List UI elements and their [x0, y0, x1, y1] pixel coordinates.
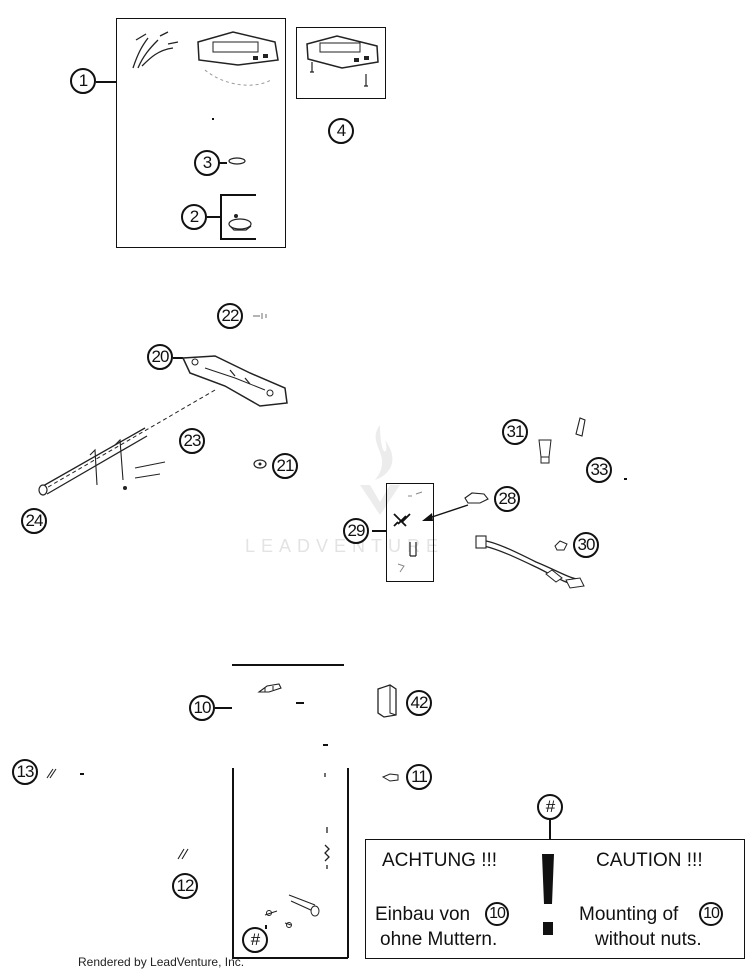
instrument-part-4 [306, 35, 379, 87]
notice-callout-10-de[interactable]: 10 [485, 902, 509, 926]
warning-title-en: CAUTION !!! [596, 850, 703, 871]
leader-line-20 [173, 357, 183, 359]
subframe-2-top [220, 194, 256, 196]
callout-24[interactable]: 24 [21, 508, 47, 534]
callout-4[interactable]: 4 [328, 118, 354, 144]
assembly-frame-4 [296, 27, 386, 99]
callout-1[interactable]: 1 [70, 68, 96, 94]
callout-23[interactable]: 23 [179, 428, 205, 454]
install-text-de-line2: ohne Muttern. [380, 929, 498, 950]
rod-assembly-part [38, 389, 216, 496]
cable-group-left-line [232, 768, 234, 958]
cable-group-top-line [232, 664, 344, 666]
instrument-housing-part [197, 31, 279, 86]
o-ring-part [228, 157, 246, 165]
screw-part-13 [46, 768, 57, 779]
assembly-frame-1 [116, 18, 286, 248]
cable-part [475, 535, 585, 589]
install-text-en-line2: without nuts. [595, 929, 702, 950]
callout-hash-bottom[interactable]: # [242, 927, 268, 953]
bulb-socket-part [228, 214, 252, 231]
warning-title-de: ACHTUNG !!! [382, 850, 498, 871]
callout-12[interactable]: 12 [172, 873, 198, 899]
leader-line-1 [96, 81, 116, 83]
wiring-harness-part [132, 31, 179, 69]
callout-29[interactable]: 29 [343, 518, 369, 544]
bracket-part [181, 355, 288, 407]
clip-part [575, 417, 586, 437]
watermark-flame-icon [360, 425, 400, 515]
small-screw-part [253, 313, 267, 319]
callout-42[interactable]: 42 [406, 690, 432, 716]
leader-line-hash-bottom [265, 925, 267, 929]
cable-group-right-line [347, 768, 349, 958]
callout-30[interactable]: 30 [573, 532, 599, 558]
callout-13[interactable]: 13 [12, 759, 38, 785]
callout-hash-top[interactable]: # [537, 794, 563, 820]
cable-clip-part [257, 683, 282, 693]
install-text-de-line1: Einbau von [375, 904, 471, 925]
dash-mark-c [80, 773, 84, 775]
callout-3[interactable]: 3 [194, 150, 220, 176]
leader-line-hash-top [549, 820, 551, 839]
dash-mark-a [296, 702, 304, 704]
footer-credit: Rendered by LeadVenture, Inc. [78, 955, 245, 969]
cable-group-bottom-line [232, 957, 348, 959]
callout-21[interactable]: 21 [272, 453, 298, 479]
leader-line-29 [372, 530, 386, 532]
callout-2[interactable]: 2 [181, 204, 207, 230]
small-mark [212, 118, 214, 120]
leader-line-10 [215, 707, 232, 709]
dash-mark-b [323, 744, 328, 746]
callout-28[interactable]: 28 [494, 486, 520, 512]
leader-line-3 [219, 162, 227, 164]
washer-part-12 [177, 848, 189, 860]
switch-part [538, 439, 552, 464]
mark-33 [624, 478, 627, 480]
bracket-part-42 [377, 684, 397, 718]
clamp-part [554, 540, 568, 551]
callout-10[interactable]: 10 [189, 695, 215, 721]
callout-20[interactable]: 20 [147, 344, 173, 370]
callout-31[interactable]: 31 [502, 419, 528, 445]
caution-notice: ACHTUNG !!! CAUTION !!! Einbau von 10 oh… [365, 839, 745, 959]
switch-kit-parts [393, 491, 423, 573]
watermark: LEADVENTURE [245, 536, 445, 556]
notice-callout-10-en[interactable]: 10 [699, 902, 723, 926]
callout-22[interactable]: 22 [217, 303, 243, 329]
subframe-2-bottom [220, 238, 256, 240]
callout-11[interactable]: 11 [406, 764, 432, 790]
exclamation-icon [542, 854, 554, 935]
grommet-part [253, 459, 267, 469]
cable-connectors-part [264, 773, 330, 928]
screw-part-11 [381, 773, 399, 782]
install-text-en-line1: Mounting of [579, 904, 679, 925]
nut-part [464, 492, 489, 504]
assembly-frame-29 [386, 483, 434, 582]
subframe-2-left [220, 194, 222, 239]
callout-33[interactable]: 33 [586, 457, 612, 483]
leader-line-2 [207, 216, 220, 218]
